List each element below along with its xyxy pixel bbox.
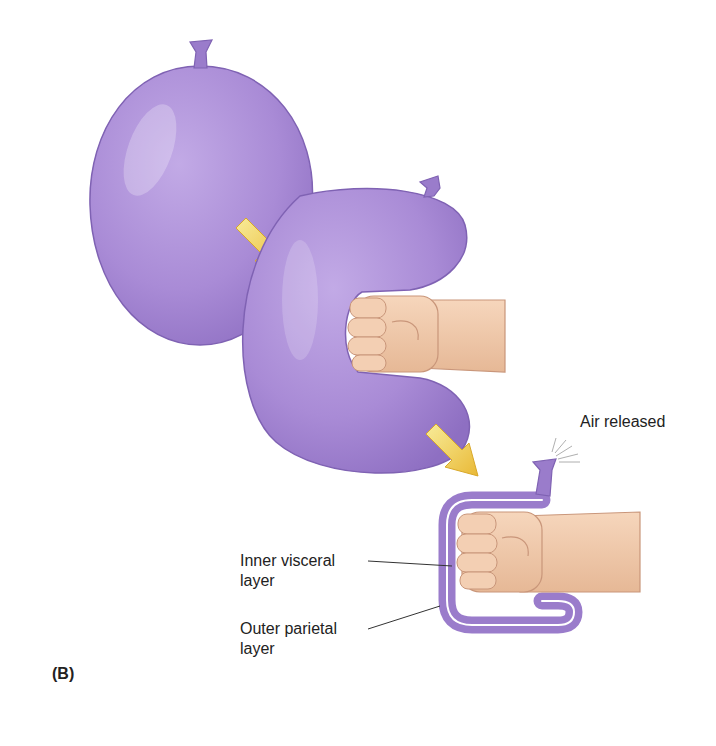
part-label: Inner visceral layer <box>240 551 365 591</box>
indented-balloon <box>243 176 505 473</box>
panel-letter: (B) <box>52 664 112 684</box>
balloon-cross-section <box>447 438 640 625</box>
leader-line <box>368 561 452 566</box>
leader-line <box>368 606 440 629</box>
yellow-arrow <box>426 424 478 476</box>
callout-label: Air released <box>580 412 710 432</box>
part-label: Outer parietal layer <box>240 619 365 659</box>
